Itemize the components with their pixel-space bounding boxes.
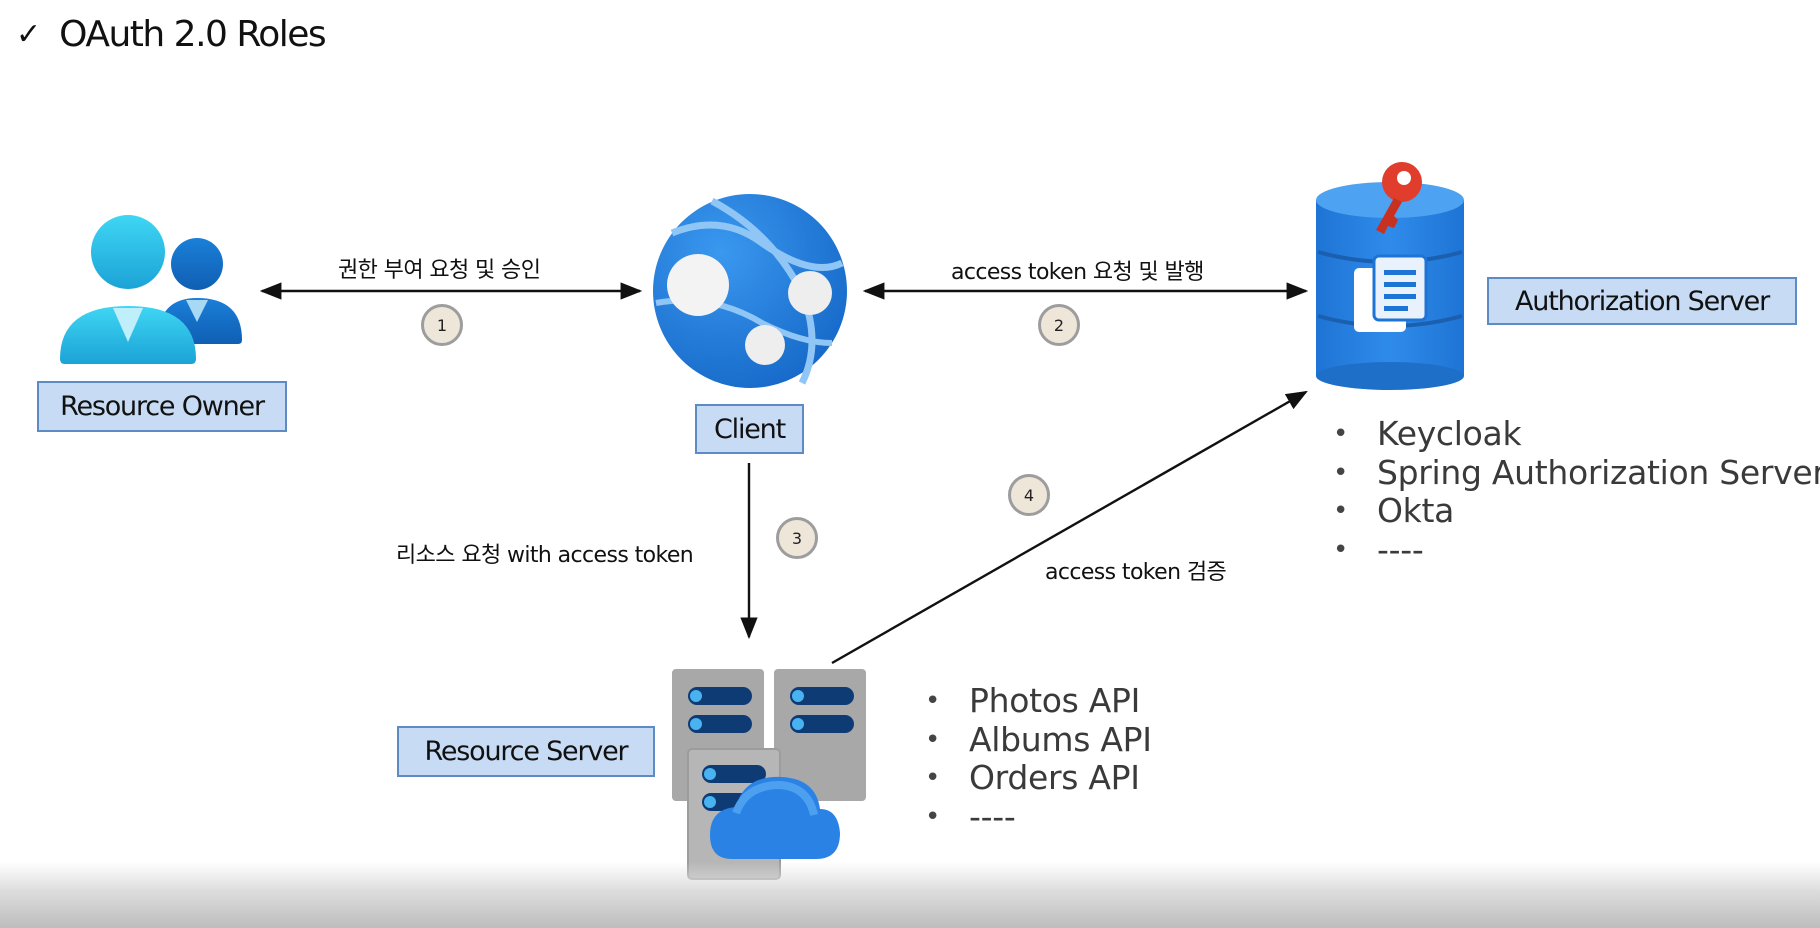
checkmark-icon: ✓	[16, 17, 42, 52]
flow-4-label: access token 검증	[1045, 560, 1227, 585]
arrow-resourceserver-authserver	[831, 390, 1308, 665]
list-item: Photos API	[925, 681, 1152, 721]
list-item: ----	[925, 797, 1152, 837]
authorization-server-examples: Keycloak Spring Authorization Server Okt…	[1333, 414, 1820, 570]
list-item: Orders API	[925, 758, 1152, 798]
step-4-badge: 4	[1008, 474, 1050, 516]
users-icon	[60, 215, 242, 364]
bottom-fade	[0, 862, 1820, 928]
resource-server-label: Resource Server	[397, 726, 655, 777]
step-1-badge: 1	[421, 304, 463, 346]
title-text: OAuth 2.0 Roles	[59, 14, 327, 55]
list-item: Keycloak	[1333, 414, 1820, 454]
page-title: ✓ OAuth 2.0 Roles	[16, 14, 327, 55]
authorization-server-label: Authorization Server	[1487, 277, 1797, 325]
database-key-icon	[1316, 162, 1464, 390]
flow-1-label: 권한 부여 요청 및 승인	[338, 258, 541, 283]
step-2-badge: 2	[1038, 304, 1080, 346]
web-app-globe-icon	[653, 194, 847, 388]
list-item: Okta	[1333, 491, 1820, 531]
list-item: ----	[1333, 530, 1820, 570]
list-item: Albums API	[925, 720, 1152, 760]
list-item: Spring Authorization Server	[1333, 453, 1820, 493]
flow-3-label: 리소스 요청 with access token	[396, 543, 694, 568]
server-cloud-icon	[672, 669, 866, 880]
resource-owner-label: Resource Owner	[37, 381, 287, 432]
step-3-badge: 3	[776, 517, 818, 559]
resource-server-examples: Photos API Albums API Orders API ----	[925, 681, 1152, 837]
client-label: Client	[695, 404, 804, 454]
flow-2-label: access token 요청 및 발행	[951, 260, 1204, 285]
